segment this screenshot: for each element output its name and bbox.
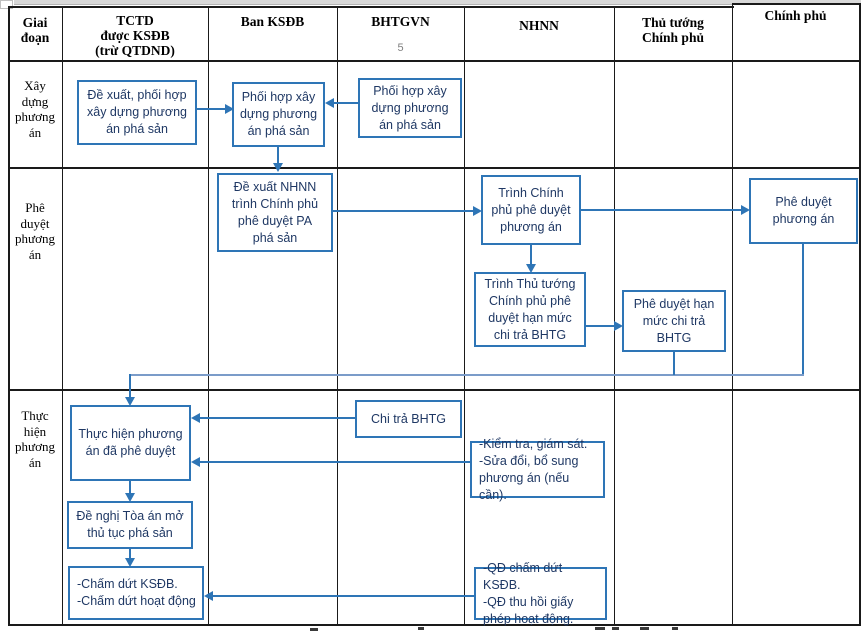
arrow-ksdb-down-line	[277, 147, 279, 164]
column-header-bhtgvn: BHTGVN	[371, 14, 430, 29]
arrow-implement-to-court-line	[129, 481, 131, 495]
column-line-3	[337, 6, 338, 624]
arrow-nhnn-to-pm-line	[586, 325, 614, 327]
table-corner-handle	[0, 0, 13, 9]
column-line-2	[208, 6, 209, 624]
column-header-ban-ksdb: Ban KSĐB	[240, 14, 305, 29]
arrow-payout-to-implement-line	[199, 417, 355, 419]
box-bhtg-coordinate: Phối hợp xây dựng phương án phá sản	[358, 78, 462, 138]
connector-gov-drop-line	[802, 244, 804, 375]
table-border-left	[8, 6, 10, 626]
header-separator	[8, 60, 860, 62]
clipped-caption-fragment	[595, 627, 605, 630]
clipped-caption-fragment	[672, 627, 678, 630]
table-border-right	[859, 3, 861, 626]
box-approve-plan: Phê duyệt phương án	[749, 178, 858, 244]
box-monitor-adjust: -Kiểm tra, giám sát. -Sửa đổi, bổ sung p…	[470, 437, 605, 502]
row-label-implement-plan: Thực hiện phương án	[15, 408, 55, 470]
arrowhead-court-to-terminate	[125, 558, 135, 567]
box-submit-government: Trình Chính phủ phê duyệt phương án	[481, 175, 581, 245]
arrowhead-connector-implement	[125, 397, 135, 406]
box-payout-bhtg: Chi trả BHTG	[355, 400, 462, 438]
box-request-court: Đề nghị Tòa án mở thủ tục phá sản	[67, 501, 193, 549]
column-header-stage: Giai đoạn	[20, 15, 50, 45]
arrowhead-payout-to-implement	[191, 413, 200, 423]
clipped-caption-fragment	[612, 627, 619, 630]
arrowhead-ksdb-down	[273, 163, 283, 172]
clipped-caption-fragment	[418, 627, 424, 630]
box-propose-coordinate-plan: Đề xuất, phối hợp xây dựng phương án phá…	[77, 80, 197, 145]
arrowhead-nhnn-to-gov	[741, 205, 750, 215]
clipped-caption-fragment	[310, 628, 318, 631]
arrowhead-bhtg-to-ksdb	[325, 98, 334, 108]
arrow-nhnn-to-gov-line	[581, 209, 741, 211]
column-line-6	[732, 3, 733, 624]
arrow-submit-to-nhnn-line	[333, 210, 475, 212]
top-grey-bar	[14, 0, 861, 5]
box-approve-payout-limit: Phê duyệt hạn mức chi trả BHTG	[622, 290, 726, 352]
arrowhead-monitor-to-implement	[191, 457, 200, 467]
arrow-propose-to-ksdb-line	[197, 108, 226, 110]
column-header-gov: Chính phủ	[764, 8, 827, 23]
box-termination-decisions: -QĐ chấm dứt KSĐB. -QĐ thu hồi giấy phép…	[474, 561, 607, 626]
arrow-decisions-to-terminate-line	[212, 595, 474, 597]
box-submit-pm-limit: Trình Thủ tướng Chính phủ phê duyệt hạn …	[474, 272, 586, 347]
comment-number: 5	[397, 42, 404, 54]
column-line-5	[614, 6, 615, 624]
connector-pm-drop-line	[673, 352, 675, 375]
box-propose-nhnn-submit: Đề xuất NHNN trình Chính phủ phê duyệt P…	[217, 173, 333, 252]
row-label-approve-plan: Phê duyệt phương án	[15, 200, 55, 262]
arrow-bhtg-to-ksdb-line	[333, 102, 358, 104]
row-separator-2	[8, 389, 860, 391]
row-separator-1	[8, 167, 860, 169]
arrowhead-implement-to-court	[125, 493, 135, 502]
arrow-court-to-terminate-line	[129, 549, 131, 560]
column-header-nhnn: NHNN	[519, 18, 559, 33]
connector-horizontal-line	[130, 374, 804, 376]
row-label-build-plan: Xây dựng phương án	[15, 78, 55, 140]
box-terminate: -Chấm dứt KSĐB. -Chấm dứt hoạt động	[68, 566, 204, 620]
arrow-nhnn-down-line	[530, 245, 532, 265]
arrowhead-decisions-to-terminate	[204, 591, 213, 601]
column-header-tctd: TCTD được KSĐB (trừ QTDND)	[95, 13, 175, 58]
column-line-4	[464, 6, 465, 624]
table-border-bottom	[8, 624, 861, 626]
table-border-top-left	[8, 6, 734, 8]
box-ksdb-coordinate: Phối hợp xây dựng phương án phá sản	[232, 82, 325, 147]
box-implement-approved-plan: Thực hiện phương án đã phê duyệt	[70, 405, 191, 481]
arrowhead-propose-to-ksdb	[225, 104, 234, 114]
clipped-caption-fragment	[640, 627, 649, 630]
column-line-1	[62, 6, 63, 624]
table-border-top-right	[732, 3, 860, 5]
connector-implement-drop-line	[129, 374, 131, 398]
column-header-pm: Thủ tướng Chính phủ	[642, 15, 704, 45]
arrowhead-nhnn-to-pm	[614, 321, 623, 331]
arrow-monitor-to-implement-line	[199, 461, 470, 463]
arrowhead-nhnn-down	[526, 264, 536, 273]
arrowhead-submit-to-nhnn	[473, 206, 482, 216]
